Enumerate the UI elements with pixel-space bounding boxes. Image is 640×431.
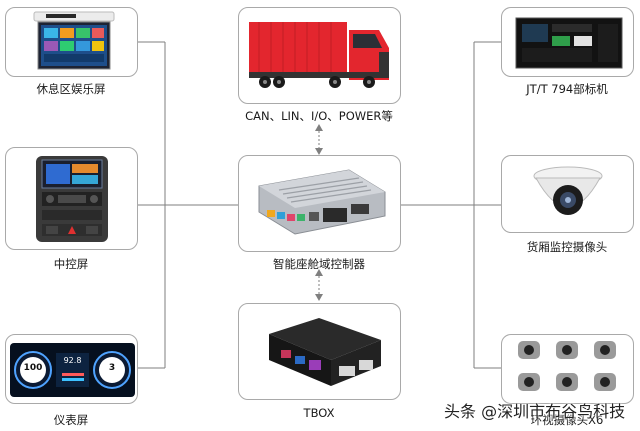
domain-controller-box xyxy=(238,155,401,252)
ceiling-monitor-image xyxy=(6,8,138,77)
tbox-box xyxy=(238,303,401,400)
tbox-label: TBOX xyxy=(304,406,335,420)
center-console-box xyxy=(5,147,138,250)
domain-controller-label: 智能座舱域控制器 xyxy=(273,256,365,272)
truck-signals-label: CAN、LIN、I/O、POWER等 xyxy=(245,108,393,124)
rest-screen-label: 休息区娱乐屏 xyxy=(37,81,106,97)
surround-cameras-image xyxy=(502,335,634,404)
surround-camera-box xyxy=(501,334,634,404)
instrument-panel-label: 仪表屏 xyxy=(54,412,89,428)
truck-box xyxy=(238,7,401,104)
tbox-image xyxy=(239,304,401,400)
jt794-box xyxy=(501,7,634,77)
jt794-label: JT/T 794部标机 xyxy=(526,81,607,97)
dome-camera-image xyxy=(502,156,634,233)
truck-image xyxy=(239,8,401,104)
instrument-panel-box: 100 3 92.8 xyxy=(5,334,138,404)
center-console-label: 中控屏 xyxy=(54,256,89,272)
center-console-image xyxy=(6,148,138,250)
left-gauge-value: 100 xyxy=(19,363,47,373)
watermark-text: 头条 @深圳市布谷鸟科技 xyxy=(444,398,625,422)
cargo-camera-label: 货厢监控摄像头 xyxy=(527,239,608,255)
right-gauge-value: 3 xyxy=(98,363,126,373)
jt794-recorder-image xyxy=(502,8,634,77)
domain-controller-image xyxy=(239,156,401,252)
cargo-camera-box xyxy=(501,155,634,233)
center-readout: 92.8 xyxy=(57,356,88,365)
rest-screen-box xyxy=(5,7,138,77)
